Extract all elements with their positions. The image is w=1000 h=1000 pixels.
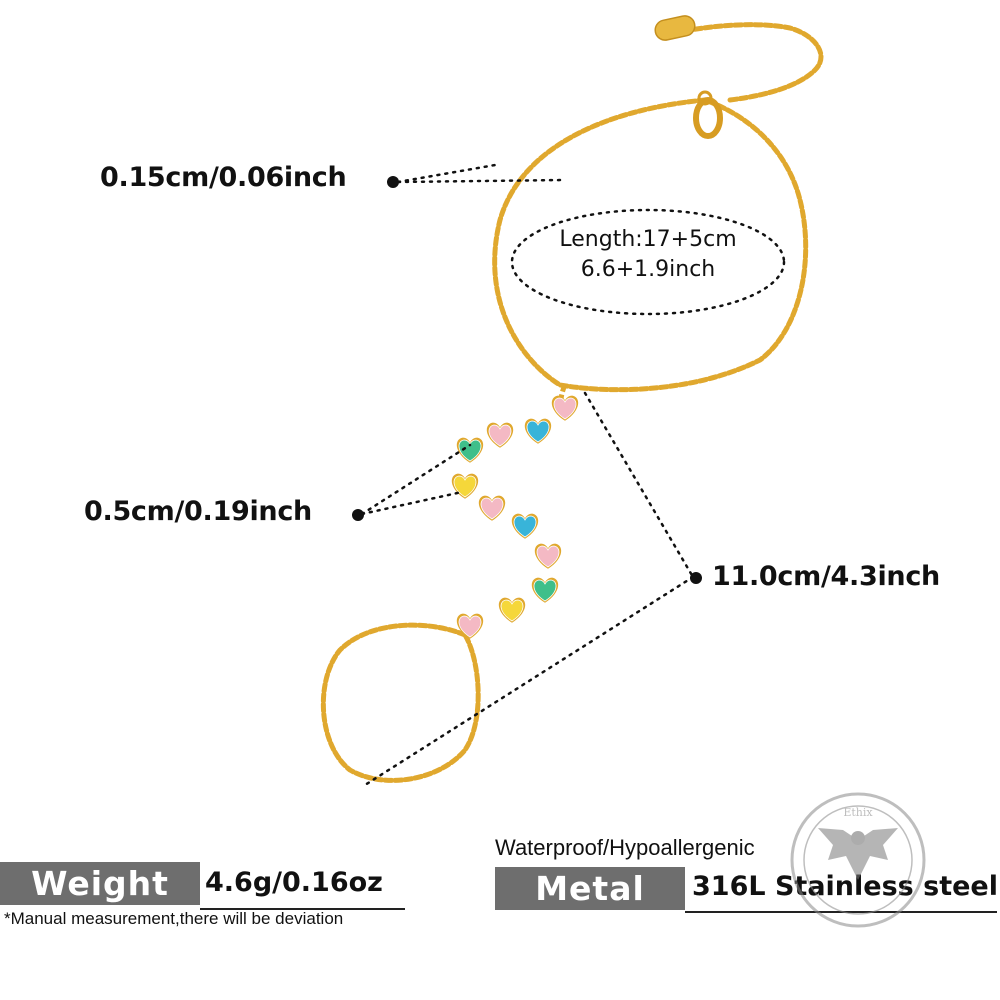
length-inch: 6.6+1.9inch	[580, 257, 716, 282]
eagle-seal-icon: Ethix	[790, 792, 926, 928]
chain-thickness-label: 0.15cm/0.06inch	[100, 162, 347, 193]
drop-length-label: 11.0cm/4.3inch	[712, 561, 940, 592]
heart-stone-yellow	[498, 597, 526, 623]
stone-width-label: 0.5cm/0.19inch	[84, 496, 312, 527]
brand-tag	[654, 15, 696, 41]
heart-stone-pink	[551, 395, 579, 421]
weight-underline	[200, 908, 405, 910]
heart-stone-pink	[486, 422, 514, 448]
length-cm: Length:17+5cm	[559, 227, 737, 252]
measurement-disclaimer: *Manual measurement,there will be deviat…	[4, 909, 344, 928]
weight-value: 4.6g/0.16oz	[205, 867, 383, 898]
lobster-clasp	[693, 90, 723, 139]
heart-stone-pink	[534, 543, 562, 569]
extension-chain	[687, 22, 824, 103]
heart-stone-green	[531, 577, 559, 603]
heart-stone-blue	[524, 418, 552, 444]
heart-stone-pink	[456, 613, 484, 639]
heart-stone-yellow	[451, 473, 479, 499]
heart-stone-green	[456, 437, 484, 463]
heart-stones	[451, 395, 579, 639]
heart-stone-pink	[478, 495, 506, 521]
bracelet-chain	[492, 97, 809, 393]
metal-label: Metal	[495, 867, 685, 910]
metal-value: 316L Stainless steel	[692, 871, 998, 902]
measure-dots	[352, 176, 702, 584]
measure-lines	[360, 163, 786, 787]
watermark-text: Ethix	[843, 806, 873, 819]
weight-label: Weight	[0, 862, 200, 905]
heart-stone-blue	[511, 513, 539, 539]
finger-ring-chain	[320, 622, 481, 783]
metal-properties: Waterproof/Hypoallergenic	[495, 835, 755, 860]
bracelet-length-callout: Length:17+5cm 6.6+1.9inch	[510, 210, 786, 314]
